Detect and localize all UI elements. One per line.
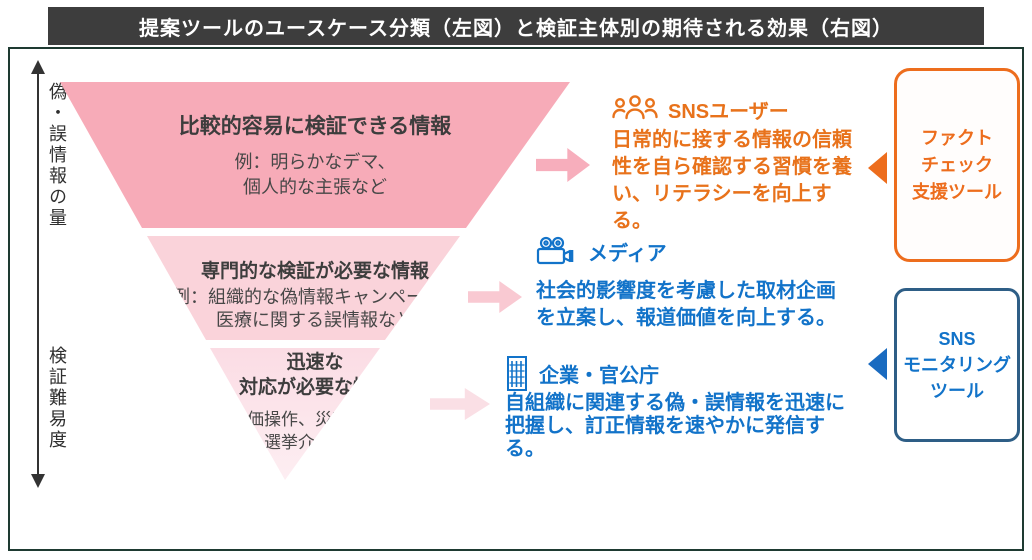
tier-example: 例：株価操作、災害時の混乱、 選挙介入など (196, 410, 434, 452)
actor-description: 自組織に関連する偽・誤情報を迅速に 把握し、訂正情報を速やかに発信す る。 (505, 392, 845, 460)
axis-arrow-down-icon (31, 474, 45, 488)
tier-heading: 迅速な 対応が必要な情報 (238, 352, 391, 398)
actor-name: 企業・官公庁 (539, 364, 659, 387)
title-bar: 提案ツールのユースケース分類（左図）と検証主体別の期待される効果（右図） (48, 7, 984, 45)
building-icon (505, 354, 529, 392)
tier-example: 例：組織的な偽情報キャンペーン、 医療に関する誤情報など (171, 287, 459, 330)
actor-media: メディア 社会的影響度を考慮した取材企画 を立案し、報道価値を向上する。 (536, 236, 871, 332)
axis-line (37, 70, 39, 478)
actor-name: SNSユーザー (668, 100, 789, 123)
left-triangle-blue-icon (868, 348, 887, 380)
funnel-tier-easy: 比較的容易に検証できる情報 例：明らかなデマ、 個人的な主張など (60, 82, 570, 228)
actor-description: 社会的影響度を考慮した取材企画 を立案し、報道価値を向上する。 (536, 280, 836, 329)
actor-heading: メディア (536, 236, 871, 266)
axis-arrow-up-icon (31, 60, 45, 74)
actor-heading: SNSユーザー (612, 94, 902, 124)
actor-sns-users: SNSユーザー 日常的に接する情報の信頼 性を自ら確認する習慣を養 い、リテラシ… (612, 94, 902, 235)
left-triangle-orange-icon (868, 152, 887, 184)
actor-companies-government: 企業・官公庁 自組織に関連する偽・誤情報を迅速に 把握し、訂正情報を速やかに発信… (505, 354, 880, 461)
funnel-tier-urgent: 迅速な 対応が必要な情報 例：株価操作、災害時の混乱、 選挙介入など (196, 348, 434, 480)
tier-heading: 専門的な検証が必要な情報 (200, 261, 429, 282)
actor-description: 日常的に接する情報の信頼 性を自ら確認する習慣を養 い、リテラシーを向上す る。 (612, 129, 852, 232)
axis-label-bottom: 検証難易度 (47, 346, 67, 451)
actor-name: メディア (588, 242, 667, 265)
funnel-tier-expert: 専門的な検証が必要な情報 例：組織的な偽情報キャンペーン、 医療に関する誤情報な… (147, 236, 460, 340)
actor-heading: 企業・官公庁 (505, 354, 880, 392)
figure-title: 提案ツールのユースケース分類（左図）と検証主体別の期待される効果（右図） (139, 17, 893, 40)
video-camera-icon (536, 236, 578, 266)
sns-monitoring-tool-box: SNS モニタリング ツール (894, 288, 1020, 442)
use-case-funnel: 比較的容易に検証できる情報 例：明らかなデマ、 個人的な主張など 専門的な検証が… (60, 82, 570, 482)
axis-label-top: 偽・誤情報の量 (47, 82, 67, 229)
users-icon (612, 94, 658, 124)
tier-heading: 比較的容易に検証できる情報 (178, 115, 452, 138)
tier-example: 例：明らかなデマ、 個人的な主張など (234, 152, 396, 197)
fact-check-tool-box: ファクト チェック 支援ツール (894, 68, 1020, 262)
